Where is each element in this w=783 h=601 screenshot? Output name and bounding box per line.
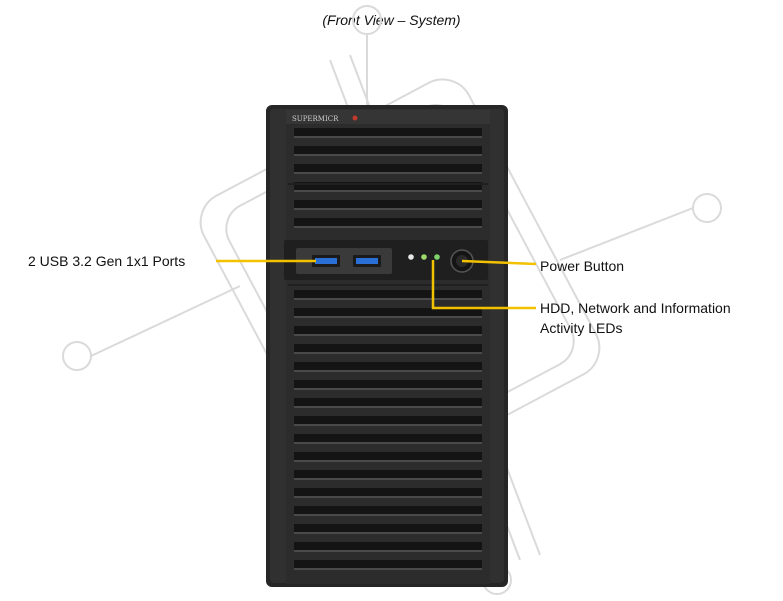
vent-slat [294,380,482,388]
vent-slat-highlight [294,334,482,336]
upper-vent-grille [294,128,482,228]
lower-vent-grille [294,290,482,570]
vent-slat-highlight [294,370,482,372]
vent-slat-highlight [294,388,482,390]
vent-slat-highlight [294,568,482,570]
vent-slat [294,164,482,172]
vent-slat-highlight [294,352,482,354]
vent-slat [294,560,482,568]
brand-logo-text: SUPERMICR [292,115,339,123]
vent-slat [294,452,482,460]
vent-slat [294,398,482,406]
vent-slat-highlight [294,496,482,498]
vent-slat [294,416,482,424]
vent-slat [294,524,482,532]
vent-slat-highlight [294,226,482,228]
vent-slat-highlight [294,424,482,426]
usb-port-2[interactable] [353,255,381,267]
vent-slat-highlight [294,154,482,156]
power-button-label: Power Button [540,258,625,274]
vent-slat [294,182,482,190]
vent-slat-highlight [294,190,482,192]
vent-slat-highlight [294,478,482,480]
vent-slat [294,200,482,208]
vent-slat [294,128,482,136]
vent-slat-highlight [294,460,482,462]
vent-slat-highlight [294,532,482,534]
vent-slat [294,326,482,334]
vent-slat-highlight [294,406,482,408]
callout-lines [216,259,537,310]
vent-slat [294,362,482,370]
vent-slat-highlight [294,442,482,444]
usb-ports-label: 2 USB 3.2 Gen 1x1 Ports [28,253,186,269]
vent-slat-highlight [294,136,482,138]
vent-slat [294,218,482,226]
leds-label-line-2: Activity LEDs [540,320,623,336]
vent-slat-highlight [294,172,482,174]
vent-slat [294,470,482,478]
vent-slat [294,488,482,496]
callout-line-power [461,259,537,266]
usb-port-1[interactable] [312,255,340,267]
brand-logo-dot [352,115,358,121]
vent-slat-highlight [294,298,482,300]
led-hdd [408,254,414,260]
vent-slat [294,308,482,316]
vent-slat-highlight [294,550,482,552]
figure-caption: (Front View – System) [322,12,461,28]
callout-line-leds [431,260,536,310]
vent-slat [294,290,482,298]
server-chassis: SUPERMICR [266,105,508,587]
vent-slat [294,146,482,154]
led-network [421,254,427,260]
leds-label-line-1: HDD, Network and Information [540,300,731,316]
vent-slat [294,506,482,514]
led-info [434,254,440,260]
vent-slat-highlight [294,514,482,516]
vent-slat [294,542,482,550]
vent-slat [294,434,482,442]
vent-slat [294,344,482,352]
vent-slat-highlight [294,316,482,318]
vent-slat-highlight [294,208,482,210]
